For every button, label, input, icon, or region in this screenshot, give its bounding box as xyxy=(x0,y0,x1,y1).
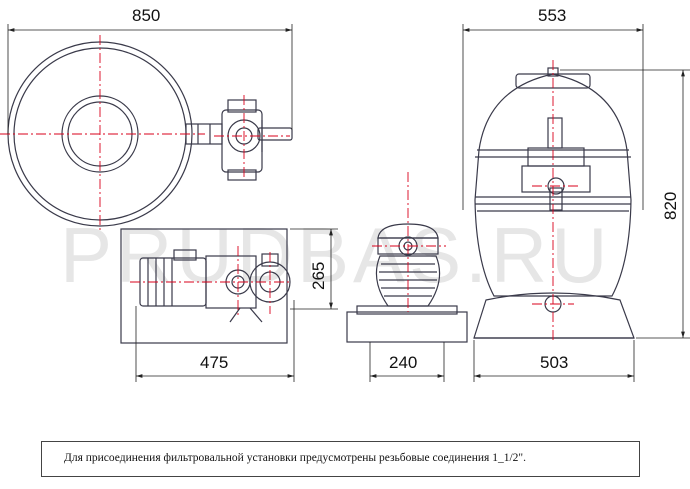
watermark: PRUDBAS.RU xyxy=(60,211,611,299)
caption-box: Для присоединения фильтровальной установ… xyxy=(41,441,640,477)
dimension-side-width xyxy=(462,24,644,210)
dimension-label-pump-height: 265 xyxy=(309,262,328,290)
top-view-centerlines xyxy=(0,35,290,230)
front-view-centerlines xyxy=(372,172,446,312)
dimension-top-width xyxy=(7,24,293,134)
pump-view-centerlines xyxy=(130,246,290,318)
dimension-label-top-width: 850 xyxy=(132,6,160,25)
dimension-label-pump-width: 475 xyxy=(200,353,228,372)
dimension-side-height xyxy=(560,69,690,339)
dimension-label-base-width: 503 xyxy=(540,353,568,372)
dimension-label-side-height: 820 xyxy=(661,192,680,220)
dimension-label-front-width: 240 xyxy=(389,353,417,372)
dimension-pump-height xyxy=(290,228,338,310)
dimension-label-side-width: 553 xyxy=(538,6,566,25)
dimension-front-width xyxy=(369,342,445,382)
dimension-base-width xyxy=(473,340,635,382)
caption-text: Для присоединения фильтровальной установ… xyxy=(64,452,526,464)
dimension-pump-width xyxy=(135,300,295,382)
side-view-centerlines xyxy=(532,60,580,342)
